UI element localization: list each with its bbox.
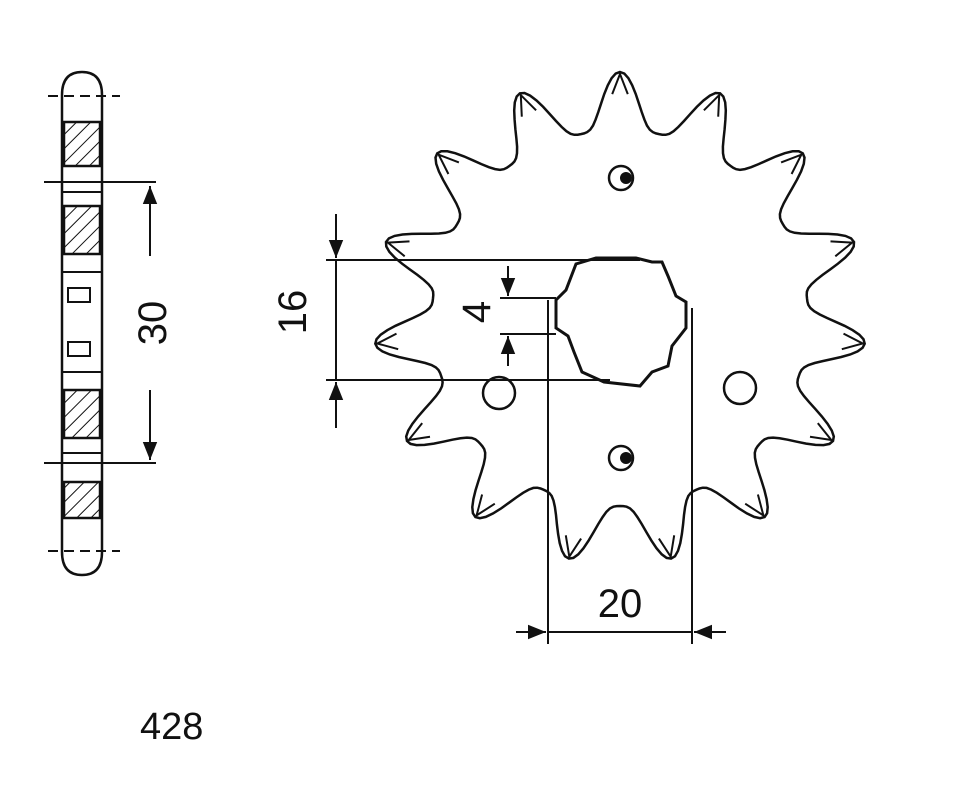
sprocket-teeth-outline (373, 70, 867, 560)
mount-hole-bottom (607, 444, 635, 472)
tooth-tip (780, 152, 804, 175)
mount-hole-top (607, 164, 635, 192)
hatch-section-2 (62, 204, 102, 256)
tooth-tip (385, 240, 410, 258)
mount-hole-right (722, 370, 758, 406)
dim-16 (326, 214, 640, 428)
dim-4-label: 4 (455, 301, 499, 323)
tooth-tip (611, 71, 629, 95)
tooth-tip (436, 152, 460, 175)
tooth-tip (564, 535, 582, 560)
key-square-upper (67, 287, 91, 303)
tooth-tip (474, 494, 496, 518)
chain-pitch-label: 428 (140, 706, 204, 748)
tooth-tips (374, 71, 866, 560)
hatch-section-3 (62, 388, 102, 440)
tooth-tip (841, 332, 866, 351)
hatch-section-1 (62, 120, 102, 168)
sprocket-front-view (373, 70, 867, 560)
tooth-tip (406, 422, 431, 442)
dim-20-label: 20 (598, 582, 643, 626)
key-square-lower (67, 341, 91, 357)
hole-center-marks (620, 172, 632, 464)
mount-hole-left (481, 375, 517, 411)
dim-4 (500, 266, 556, 366)
dim-20 (516, 300, 726, 644)
dim-30-label: 30 (131, 301, 175, 346)
splined-bore (554, 256, 688, 388)
sprocket-side-view (44, 70, 158, 577)
tooth-tip (519, 92, 537, 117)
tooth-tip (744, 494, 766, 518)
tooth-tip (374, 332, 399, 351)
tooth-tip (658, 535, 676, 560)
dim-16-label: 16 (271, 290, 315, 335)
hatch-section-4 (62, 480, 102, 520)
tooth-tip (809, 422, 834, 442)
tooth-tip (830, 240, 855, 258)
tooth-tip (703, 92, 721, 117)
